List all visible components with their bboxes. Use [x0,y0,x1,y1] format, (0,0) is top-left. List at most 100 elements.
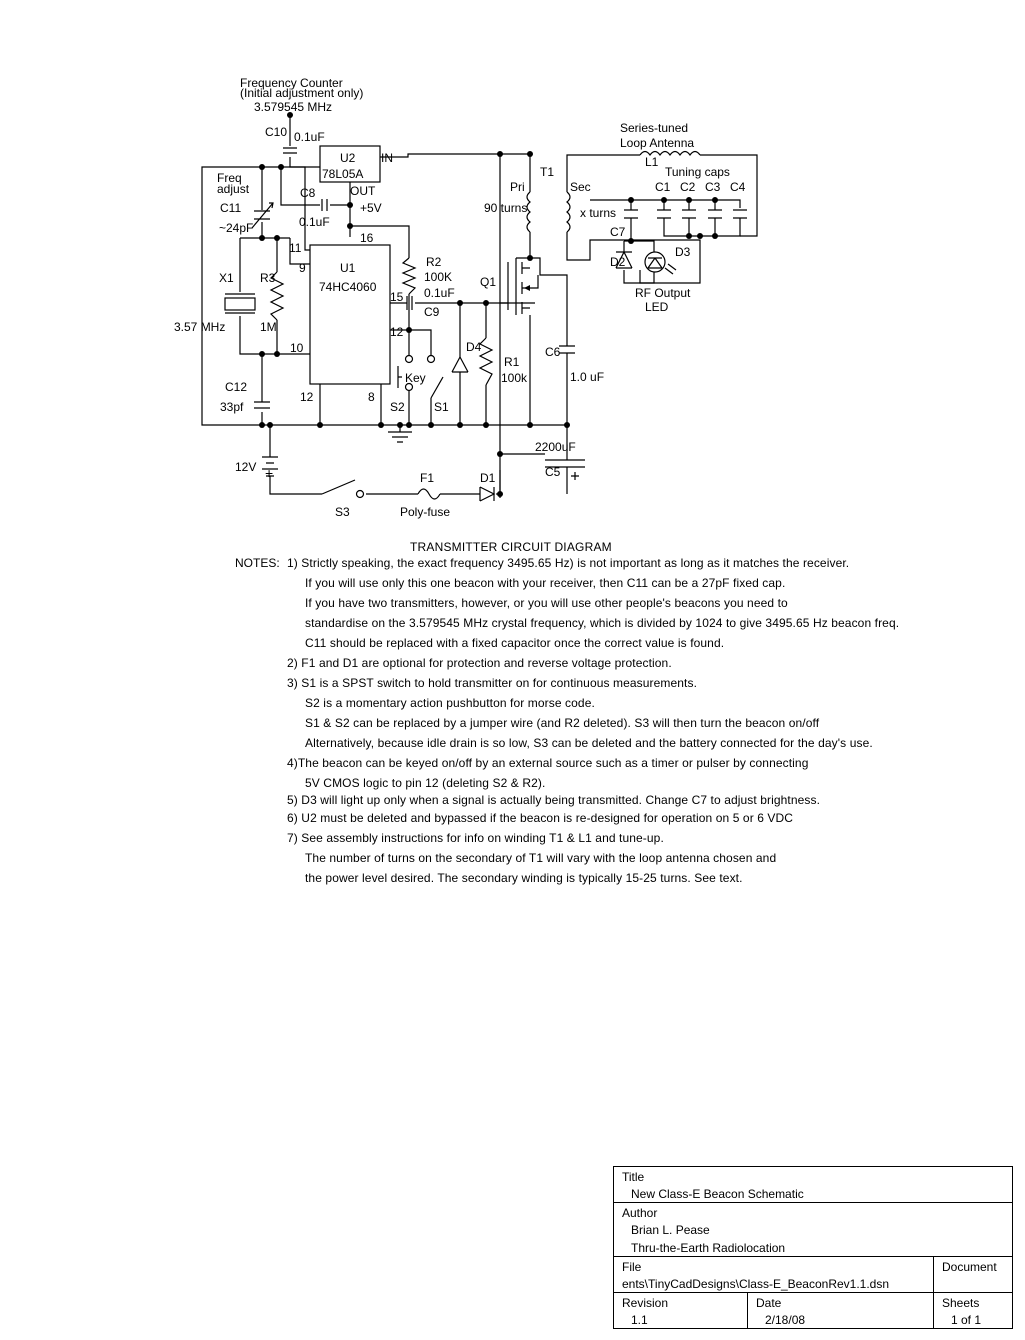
note-line: the power level desired. The secondary w… [305,871,743,885]
label-90-turns: 90 turns [484,201,527,215]
label-c1: C1 [655,180,671,194]
label-c10-value: 0.1uF [294,130,325,144]
label-c8-value: 0.1uF [299,215,330,229]
label-r3: R3 [260,271,276,285]
label-f1: F1 [420,471,434,485]
transformer-t1-secondary [566,191,571,233]
junctions [259,112,718,497]
label-u2-out: OUT [350,184,376,198]
label-d1: D1 [480,471,496,485]
capacitor-c8 [321,199,328,211]
label-freq-counter: Frequency Counter [240,76,343,90]
label-r2-value: 100K [424,270,452,284]
label-r2: R2 [426,255,442,269]
label-d2: D2 [610,255,626,269]
label-c12: C12 [225,380,247,394]
notes-label: NOTES: [235,556,280,570]
note-line: If you will use only this one beacon wit… [305,576,786,590]
label-series-tuned: Series-tuned [620,121,688,135]
author-label: Author [622,1206,658,1220]
capacitor-c2 [682,209,696,219]
svg-text:+: + [265,465,273,481]
label-key: Key [405,371,426,385]
note-line: 3) S1 is a SPST switch to hold transmitt… [287,676,698,690]
label-s3: S3 [335,505,350,519]
label-q1: Q1 [480,275,496,289]
label-c9: C9 [424,305,440,319]
title-row: Title New Class-E Beacon Schematic [614,1167,1012,1203]
label-c5-value: 2200uF [535,440,576,454]
capacitor-c6 [559,345,575,354]
author-row: Author Brian L. Pease Thru-the-Earth Rad… [614,1203,1012,1257]
label-c2: C2 [680,180,696,194]
label-c11: C11 [220,201,241,215]
label-plus5v: +5V [360,201,382,215]
document-label: Document [942,1260,997,1274]
label-c3: C3 [705,180,721,194]
label-c11-value: ~24pF [219,221,253,235]
label-r1: R1 [504,355,520,369]
revision-row: Revision 1.1 Date 2/18/08 Sheets 1 of 1 [614,1293,1012,1328]
label-initial-adjust: (Initial adjustment only) [240,86,363,100]
label-c9-value: 0.1uF [424,286,455,300]
note-line: 7) See assembly instructions for info on… [287,831,664,845]
author-org: Thru-the-Earth Radiolocation [631,1241,786,1255]
note-line: 1) Strictly speaking, the exact frequenc… [287,556,850,570]
label-pin-11: 11 [289,241,302,255]
label-freq: Freq [217,171,242,185]
note-line: The number of turns on the secondary of … [305,851,777,865]
note-line: S1 & S2 can be replaced by a jumper wire… [305,716,820,730]
revision-value: 1.1 [631,1313,648,1327]
file-row: File ents\TinyCadDesigns\Class-E_BeaconR… [614,1257,1012,1293]
crystal-x1 [224,297,256,311]
label-d3: D3 [675,245,691,259]
variable-capacitor-c11 [251,202,274,229]
counter-ic-u1 [309,244,391,385]
switch-s1 [426,354,436,364]
label-l1: L1 [645,155,659,169]
capacitor-c12 [254,401,270,409]
components [224,145,747,502]
note-line: Alternatively, because idle drain is so … [305,736,873,750]
mosfet-q1 [515,258,539,315]
label-d4: D4 [466,340,482,354]
diode-d4 [451,356,469,373]
label-c5: C5 [545,465,561,479]
note-line: 4)The beacon can be keyed on/off by an e… [287,756,809,770]
label-pin-9: 9 [299,261,306,275]
label-pin-12-bottom: 12 [300,390,314,404]
label-u1: U1 [340,261,356,275]
label-x1: X1 [219,271,234,285]
led-d3 [644,251,666,273]
label-x1-value: 3.57 MHz [174,320,225,334]
label-c6-value: 1.0 uF [570,370,604,384]
label-c4: C4 [730,180,746,194]
polyfuse-f1 [417,488,441,500]
note-line: S2 is a momentary action pushbutton for … [305,696,595,710]
note-line: 2) F1 and D1 are optional for protection… [287,656,672,670]
note-line: C11 should be replaced with a fixed capa… [305,636,725,650]
label-rf-output: RF Output [635,286,691,300]
sheets-value: 1 of 1 [951,1313,982,1327]
label-u1-part: 74HC4060 [319,280,377,294]
regulator-u2 [319,145,381,183]
label-sec: Sec [570,180,591,194]
label-pin-15: 15 [390,290,404,304]
label-c6: C6 [545,345,561,359]
diode-d1 [479,486,496,502]
label-tuning-caps: Tuning caps [665,165,730,179]
label-pin-16: 16 [360,231,374,245]
diode-d2 [615,251,633,269]
capacitor-c1 [657,209,671,219]
label-loop-antenna: Loop Antenna [620,136,694,150]
label-pin-12: 12 [390,325,404,339]
capacitor-c10 [283,147,297,154]
label-pri: Pri [510,180,525,194]
ground-symbol [388,431,412,443]
transformer-t1-primary [526,191,531,233]
label-battery-voltage: 12V [235,460,256,474]
note-line: standardise on the 3.579545 MHz crystal … [305,616,900,630]
label-s1: S1 [434,400,449,414]
label-pin-8: 8 [368,390,375,404]
capacitor-c4 [733,209,747,219]
